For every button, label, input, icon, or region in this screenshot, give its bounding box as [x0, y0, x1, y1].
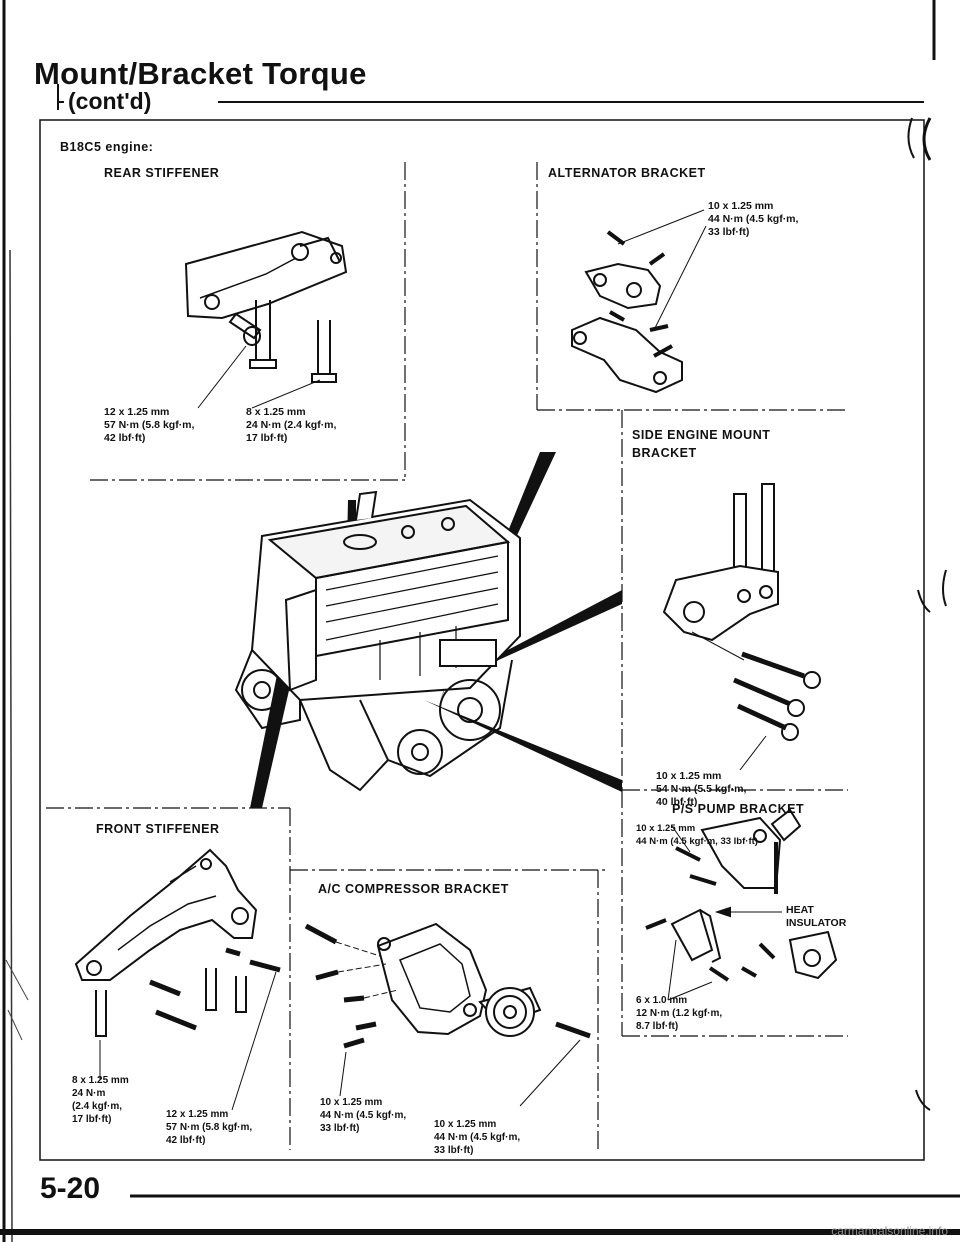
ps-pump-title: P/S PUMP BRACKET	[672, 802, 805, 816]
page-number: 5-20	[40, 1172, 101, 1205]
scan-edge	[2, 0, 29, 1242]
ac-bracket-part	[304, 922, 591, 1107]
right-edge-marks	[907, 0, 947, 1111]
front-stiffener-part	[74, 848, 281, 1111]
rear-stiffener-spec-left: 12 x 1.25 mm 57 N·m (5.8 kgf·m, 42 lbf·f…	[104, 406, 195, 444]
ps-pump-spec-bottom: 6 x 1.0 mm 12 N·m (1.2 kgf·m, 8.7 lbf·ft…	[636, 995, 723, 1032]
side-mount-spec: 10 x 1.25 mm 54 N·m (5.5 kgf·m, 40 lbf·f…	[656, 770, 747, 808]
rear-stiffener-part	[184, 230, 348, 409]
ac-bracket-spec-right: 10 x 1.25 mm 44 N·m (4.5 kgf·m, 33 lbf·f…	[434, 1119, 521, 1156]
section-dividers	[46, 162, 848, 1150]
engine-illustration	[234, 490, 521, 792]
heat-insulator-label: HEAT INSULATOR	[786, 904, 847, 929]
side-mount-part	[662, 483, 821, 771]
ps-pump-part	[645, 808, 838, 1001]
ac-bracket-title: A/C COMPRESSOR BRACKET	[318, 882, 509, 896]
ac-bracket-spec-left: 10 x 1.25 mm 44 N·m (4.5 kgf·m, 33 lbf·f…	[320, 1097, 407, 1134]
alternator-bracket-part	[571, 209, 707, 394]
front-stiffener-spec-right: 12 x 1.25 mm 57 N·m (5.8 kgf·m, 42 lbf·f…	[166, 1109, 253, 1146]
page-subtitle: (cont'd)	[68, 88, 152, 114]
page-title: Mount/Bracket Torque	[34, 56, 367, 91]
rear-stiffener-title: REAR STIFFENER	[104, 166, 220, 180]
ps-pump-spec-top: 10 x 1.25 mm 44 N·m (4.5 kgf·m, 33 lbf·f…	[636, 823, 758, 847]
main-frame	[39, 119, 925, 1161]
front-stiffener-title: FRONT STIFFENER	[96, 822, 220, 836]
alternator-bracket-spec: 10 x 1.25 mm 44 N·m (4.5 kgf·m, 33 lbf·f…	[708, 200, 799, 238]
front-stiffener-spec-left: 8 x 1.25 mm 24 N·m (2.4 kgf·m, 17 lbf·ft…	[72, 1075, 129, 1125]
side-mount-title-line2: BRACKET	[632, 446, 697, 460]
side-mount-title-line1: SIDE ENGINE MOUNT	[632, 428, 771, 442]
watermark: carmanualsonline.info	[831, 1224, 948, 1238]
alternator-bracket-title: ALTERNATOR BRACKET	[548, 166, 706, 180]
rear-stiffener-spec-right: 8 x 1.25 mm 24 N·m (2.4 kgf·m, 17 lbf·ft…	[246, 406, 337, 444]
engine-label: B18C5 engine:	[60, 140, 154, 154]
